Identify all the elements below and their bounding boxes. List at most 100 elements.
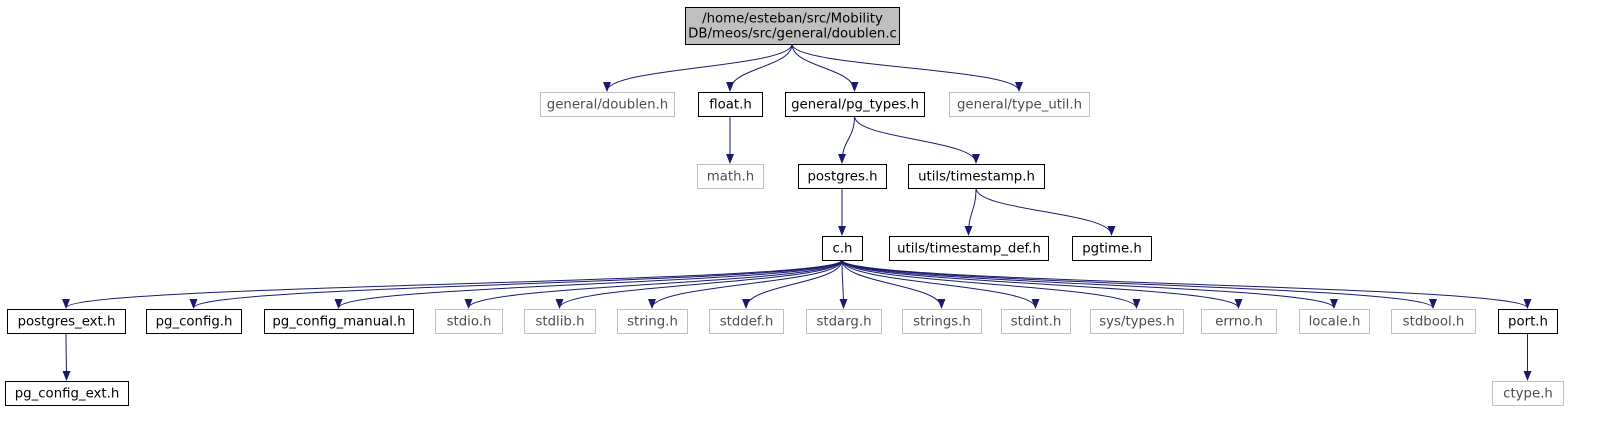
node-label: float.h bbox=[709, 98, 752, 113]
node-postgres-ext-h[interactable]: postgres_ext.h bbox=[7, 309, 126, 334]
node-label: stddef.h bbox=[720, 315, 774, 330]
node-pgtime-h[interactable]: pgtime.h bbox=[1072, 236, 1152, 261]
node-stdio-h: stdio.h bbox=[435, 309, 503, 334]
node-box bbox=[146, 309, 242, 334]
node-layer: /home/esteban/src/MobilityDB/meos/src/ge… bbox=[5, 7, 1564, 406]
node-stdarg-h: stdarg.h bbox=[806, 309, 882, 334]
node-box bbox=[1299, 309, 1370, 334]
node-label: postgres.h bbox=[807, 170, 877, 185]
node-label: stdarg.h bbox=[816, 315, 871, 330]
edge-c-h-to-stddef-h bbox=[742, 259, 843, 309]
node-label: string.h bbox=[627, 315, 678, 330]
node-label: sys/types.h bbox=[1099, 315, 1175, 330]
node-doublen-h: general/doublen.h bbox=[540, 92, 675, 117]
node-label: math.h bbox=[707, 170, 754, 185]
node-box bbox=[1391, 309, 1476, 334]
node-box bbox=[785, 92, 925, 117]
node-label: ctype.h bbox=[1503, 387, 1553, 402]
node-strings-h: strings.h bbox=[902, 309, 982, 334]
edge-c-h-to-pg-config-h bbox=[189, 259, 843, 309]
node-label: postgres_ext.h bbox=[18, 315, 116, 330]
node-timestamp-def-h[interactable]: utils/timestamp_def.h bbox=[889, 236, 1049, 261]
node-label: utils/timestamp_def.h bbox=[897, 242, 1041, 257]
node-label: general/pg_types.h bbox=[791, 98, 919, 113]
node-c-h[interactable]: c.h bbox=[822, 236, 863, 261]
node-label: /home/esteban/src/Mobility bbox=[702, 12, 883, 27]
node-box bbox=[949, 92, 1090, 117]
edge-c-h-to-stdlib-h bbox=[555, 259, 843, 309]
edge-root-to-pg-types-h bbox=[791, 43, 859, 92]
node-stdlib-h: stdlib.h bbox=[524, 309, 596, 334]
node-box bbox=[1498, 309, 1558, 334]
node-label: errno.h bbox=[1215, 315, 1263, 330]
edge-timestamp-h-to-pgtime-h bbox=[975, 187, 1116, 236]
node-label: stdbool.h bbox=[1403, 315, 1465, 330]
node-locale-h: locale.h bbox=[1299, 309, 1370, 334]
node-pg-config-ext-h[interactable]: pg_config_ext.h bbox=[5, 381, 129, 406]
edge-c-h-to-stdio-h bbox=[464, 259, 843, 309]
node-label: general/doublen.h bbox=[547, 98, 668, 113]
node-stddef-h: stddef.h bbox=[709, 309, 784, 334]
node-label: pg_config_manual.h bbox=[272, 315, 405, 330]
edge-timestamp-h-to-timestamp-def-h bbox=[964, 187, 977, 236]
node-box bbox=[698, 92, 763, 117]
node-box bbox=[908, 164, 1045, 189]
node-label: DB/meos/src/general/doublen.c bbox=[688, 27, 897, 42]
edge-c-h-to-pg-config-manual-h bbox=[334, 259, 843, 309]
node-math-h: math.h bbox=[697, 164, 764, 189]
node-box bbox=[889, 236, 1049, 261]
node-box bbox=[1492, 381, 1564, 406]
node-label: pg_config_ext.h bbox=[15, 387, 120, 402]
node-label: pgtime.h bbox=[1082, 242, 1142, 257]
node-label: strings.h bbox=[913, 315, 971, 330]
edge-c-h-to-locale-h bbox=[841, 259, 1338, 309]
edge-root-to-doublen-h bbox=[603, 43, 793, 92]
node-box bbox=[617, 309, 688, 334]
edge-c-h-to-postgres-ext-h bbox=[62, 259, 843, 309]
edge-c-h-to-string-h bbox=[648, 259, 843, 309]
node-pg-types-h[interactable]: general/pg_types.h bbox=[785, 92, 925, 117]
node-box bbox=[685, 7, 900, 45]
edge-pg-types-h-to-postgres-h bbox=[838, 115, 855, 164]
node-label: locale.h bbox=[1309, 315, 1361, 330]
node-timestamp-h[interactable]: utils/timestamp.h bbox=[908, 164, 1045, 189]
edge-c-h-to-strings-h bbox=[841, 259, 946, 309]
edge-c-h-to-stdint-h bbox=[841, 259, 1040, 309]
edge-c-h-to-sys-types-h bbox=[841, 259, 1141, 309]
node-box bbox=[806, 309, 882, 334]
edge-c-h-to-errno-h bbox=[841, 259, 1243, 309]
node-label: c.h bbox=[833, 242, 853, 257]
node-label: pg_config.h bbox=[156, 315, 233, 330]
edge-postgres-ext-h-to-pg-config-ext-h bbox=[62, 332, 71, 381]
node-label: stdlib.h bbox=[535, 315, 584, 330]
node-box bbox=[7, 309, 126, 334]
edge-c-h-to-stdarg-h bbox=[839, 259, 848, 309]
node-label: general/type_util.h bbox=[957, 98, 1082, 113]
node-stdint-h: stdint.h bbox=[1001, 309, 1071, 334]
node-label: port.h bbox=[1508, 315, 1548, 330]
edge-c-h-to-stdbool-h bbox=[841, 259, 1437, 309]
node-label: stdint.h bbox=[1011, 315, 1062, 330]
node-port-h[interactable]: port.h bbox=[1498, 309, 1558, 334]
edge-layer bbox=[62, 43, 1532, 381]
node-box bbox=[1201, 309, 1277, 334]
node-type-util-h: general/type_util.h bbox=[949, 92, 1090, 117]
edge-pg-types-h-to-timestamp-h bbox=[854, 115, 980, 164]
node-float-h[interactable]: float.h bbox=[698, 92, 763, 117]
node-box bbox=[902, 309, 982, 334]
node-root[interactable]: /home/esteban/src/MobilityDB/meos/src/ge… bbox=[685, 7, 900, 45]
node-sys-types-h: sys/types.h bbox=[1090, 309, 1184, 334]
node-box bbox=[709, 309, 784, 334]
node-stdbool-h: stdbool.h bbox=[1391, 309, 1476, 334]
node-box bbox=[1072, 236, 1152, 261]
node-postgres-h[interactable]: postgres.h bbox=[798, 164, 887, 189]
edge-c-h-to-port-h bbox=[841, 259, 1532, 309]
node-pg-config-manual-h[interactable]: pg_config_manual.h bbox=[264, 309, 414, 334]
node-box bbox=[1001, 309, 1071, 334]
node-pg-config-h[interactable]: pg_config.h bbox=[146, 309, 242, 334]
node-label: utils/timestamp.h bbox=[918, 170, 1035, 185]
node-box bbox=[822, 236, 863, 261]
node-label: stdio.h bbox=[447, 315, 492, 330]
node-box bbox=[5, 381, 129, 406]
